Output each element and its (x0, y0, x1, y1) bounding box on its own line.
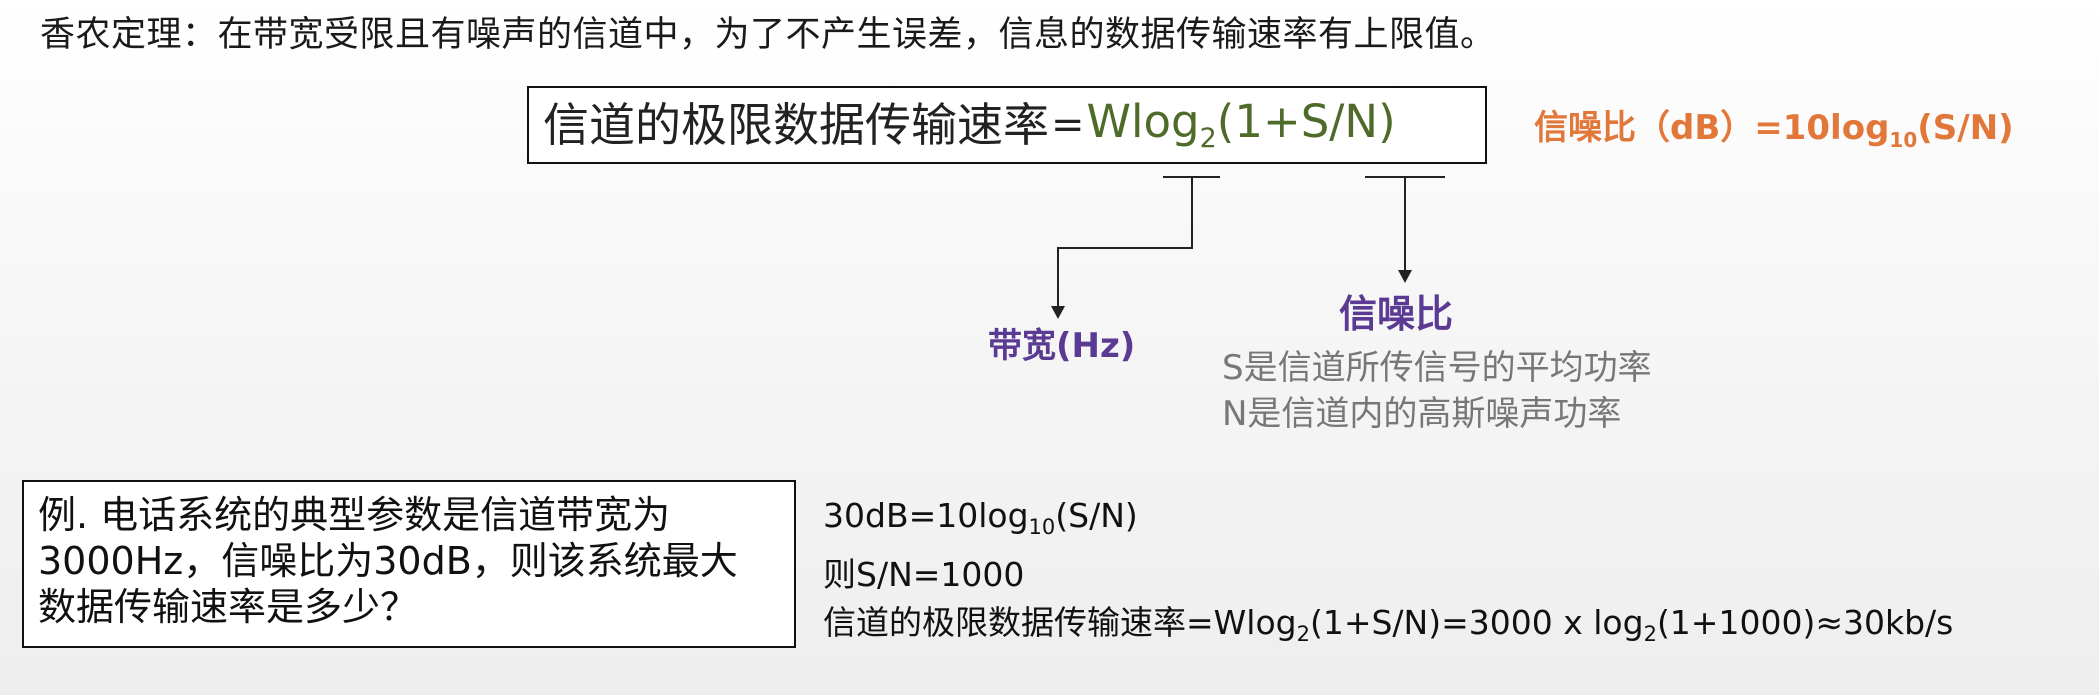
solution-line-1: 30dB=10log10(S/N) (823, 492, 1953, 551)
solution-line-1-sub: 10 (1028, 515, 1056, 539)
bandwidth-arrow-icon (1051, 306, 1065, 319)
snr-db-tail: (S/N) (1917, 108, 2014, 148)
example-line: 数据传输速率是多少？ (38, 585, 419, 629)
snr-db-subscript: 10 (1889, 128, 1918, 152)
solution-line-1-a: 30dB=10log (823, 496, 1029, 535)
snr-db-formula: 信噪比（dB）=10log10(S/N) (1534, 100, 2014, 152)
snr-db-main: 信噪比（dB）=10log (1534, 108, 1890, 148)
snr-description-line: N是信道内的高斯噪声功率 (1222, 394, 1622, 434)
formula-box: 信道的极限数据传输速率 = Wlog2(1+S/N) (527, 86, 1487, 164)
formula-rhs-main: Wlog (1086, 94, 1200, 148)
formula-lhs: 信道的极限数据传输速率 (543, 98, 1049, 152)
bandwidth-label: 带宽(Hz) (988, 326, 1136, 366)
solution-line-3-sub1: 2 (1296, 622, 1310, 646)
snr-connector-vertical (1404, 176, 1406, 271)
example-solution: 30dB=10log10(S/N) 则S/N=1000 信道的极限数据传输速率=… (823, 492, 1953, 658)
example-line: 3000Hz，信噪比为30dB，则该系统最大 (38, 539, 738, 583)
formula-equals: = (1051, 102, 1085, 148)
solution-line-3-c: (1+1000)≈30kb/s (1656, 603, 1954, 642)
solution-line-3-a: 信道的极限数据传输速率=Wlog (823, 603, 1297, 642)
bandwidth-connector-vertical (1191, 176, 1193, 248)
shannon-theorem-statement: 香农定理：在带宽受限且有噪声的信道中，为了不产生误差，信息的数据传输速率有上限值… (40, 15, 1496, 55)
solution-line-1-b: (S/N) (1055, 496, 1138, 535)
formula-rhs-subscript: 2 (1199, 122, 1217, 154)
bandwidth-connector-horizontal (1057, 247, 1193, 249)
example-line: 例. 电话系统的典型参数是信道带宽为 (38, 493, 671, 537)
bandwidth-connector-down (1057, 247, 1059, 307)
example-question-box: 例. 电话系统的典型参数是信道带宽为 3000Hz，信噪比为30dB，则该系统最… (22, 480, 796, 648)
solution-line-3-sub2: 2 (1643, 622, 1657, 646)
solution-line-3-b: (1+S/N)=3000 x log (1309, 603, 1644, 642)
snr-arrow-icon (1398, 270, 1412, 283)
solution-line-2: 则S/N=1000 (823, 555, 1025, 594)
snr-label: 信噪比 (1339, 292, 1454, 336)
snr-description-line: S是信道所传信号的平均功率 (1222, 348, 1652, 388)
snr-description: S是信道所传信号的平均功率 N是信道内的高斯噪声功率 (1222, 345, 1652, 437)
formula-rhs-tail: (1+S/N) (1216, 94, 1396, 148)
solution-line-3: 信道的极限数据传输速率=Wlog2(1+S/N)=3000 x log2(1+1… (823, 599, 1953, 658)
formula-rhs: Wlog2(1+S/N) (1087, 99, 1396, 152)
